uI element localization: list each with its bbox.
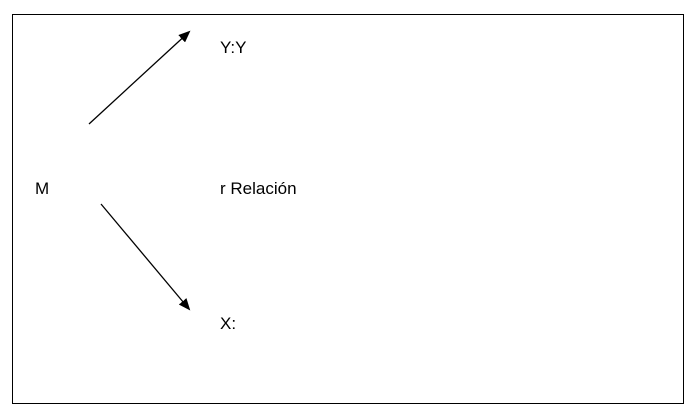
node-x-label: X: — [220, 314, 237, 333]
arrow-m-to-y — [88, 30, 191, 125]
arrows-layer — [88, 30, 191, 311]
diagram-frame: M Y:Y r Relación X: — [12, 14, 684, 404]
node-m-label: M — [35, 179, 50, 198]
relation-label: r Relación — [220, 179, 297, 198]
node-y-label: Y:Y — [220, 38, 247, 57]
arrow-m-to-x — [100, 203, 191, 311]
